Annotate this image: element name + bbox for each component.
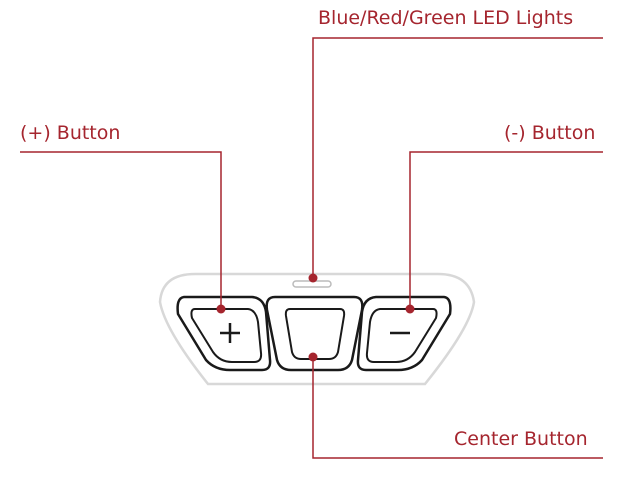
center-button[interactable]	[265, 295, 364, 372]
plus-button-label: (+) Button	[20, 122, 121, 144]
leader-line-minus	[409, 151, 603, 309]
leader-line-plus	[20, 151, 222, 309]
anchor-dot-minus	[405, 304, 415, 314]
plus-icon	[220, 323, 240, 343]
leader-line-led	[312, 37, 603, 278]
anchor-dot-plus	[216, 304, 226, 314]
anchor-dot-center	[308, 352, 318, 362]
minus-button[interactable]	[356, 295, 452, 372]
plus-button-inner	[190, 308, 263, 363]
minus-button-label: (-) Button	[504, 122, 596, 144]
anchor-dot-led	[308, 273, 318, 283]
plus-button[interactable]	[176, 295, 272, 372]
center-button-label: Center Button	[454, 428, 588, 450]
center-button-inner	[284, 308, 346, 360]
led-lights-label: Blue/Red/Green LED Lights	[318, 7, 574, 29]
minus-button-inner	[365, 308, 438, 363]
leader-line-center	[312, 357, 603, 459]
